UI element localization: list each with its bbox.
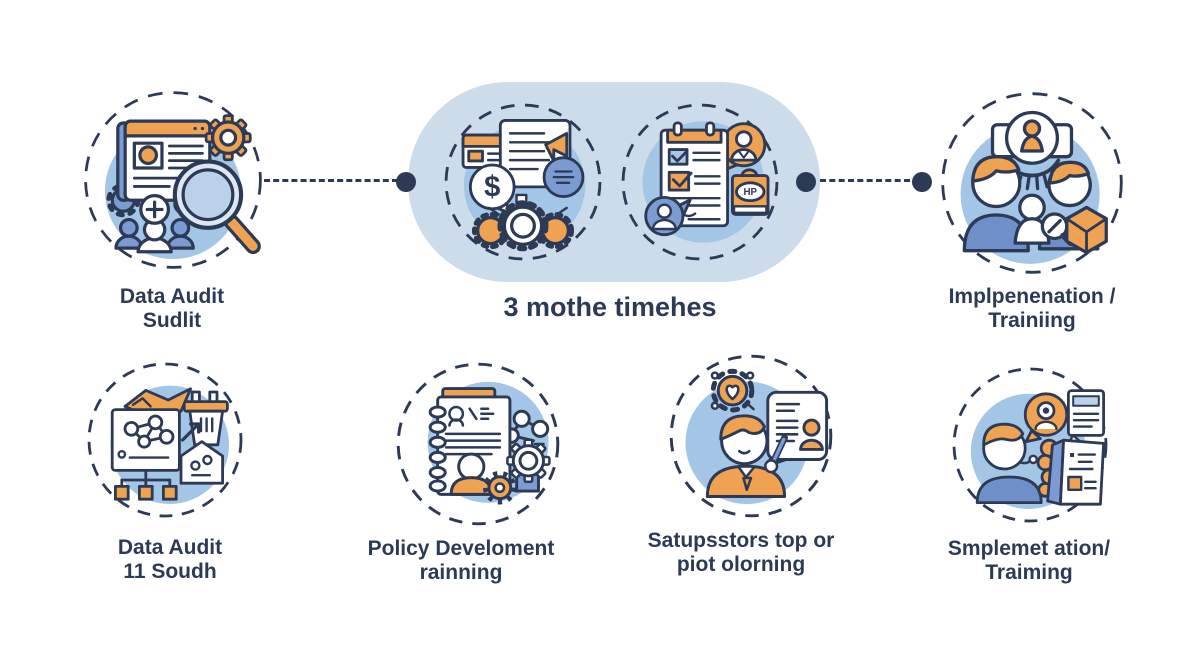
checklist-icon: HP: [621, 103, 779, 261]
magnifier-icon: [172, 159, 261, 255]
gear-icon: [506, 438, 551, 484]
policy-notebook-icon: [396, 362, 560, 526]
connector-left-dot: [396, 172, 416, 192]
audit-magnifier-icon: [84, 91, 262, 269]
gears-icon: [471, 193, 575, 252]
label-data-audit-top: Data Audit Sudlit: [62, 285, 282, 333]
label-line: Implpenenation /: [948, 285, 1116, 308]
label-line: Satupsstors top or: [647, 529, 835, 552]
label-policy-development: Policy Develoment rainning: [346, 537, 576, 585]
stamp-glyph: HP: [743, 187, 757, 198]
connector-right-dot-end: [912, 172, 932, 192]
team-training-icon: [941, 92, 1123, 274]
label-line: Policy Develoment: [367, 537, 555, 560]
timeline-title: 3 mothe timehes: [503, 292, 717, 322]
gear-heart-icon: [710, 368, 755, 413]
connector-left-dashed-line: [264, 179, 398, 182]
label-pilot-coaching: Satupsstors top or piot olorning: [626, 529, 856, 577]
label-line: Data Audit: [119, 285, 225, 308]
gear-icon: [204, 114, 252, 162]
connector-right-dashed-line: [820, 179, 910, 182]
label-implementation-top: Implpenenation / Trainiing: [902, 285, 1162, 333]
label-line: Trainiing: [988, 309, 1076, 332]
person-bubble-icon: [644, 195, 692, 237]
label-line: Sudlit: [142, 309, 202, 332]
consultant-speech-icon: [669, 354, 833, 518]
budget-gears-icon: $: [444, 103, 602, 261]
connector-right-dot-start: [796, 172, 816, 192]
label-implementation-bottom: Smplemet ation/ Traiming: [914, 537, 1144, 585]
label-line: Data Audit: [117, 536, 223, 559]
label-line: rainning: [419, 561, 503, 584]
data-analysis-icon: [87, 362, 243, 518]
label-line: Traiming: [985, 561, 1073, 584]
dollar-glyph: $: [484, 172, 500, 204]
label-line: 11 Soudh: [123, 560, 217, 583]
label-line: piot olorning: [676, 553, 806, 576]
label-data-audit-bottom: Data Audit 11 Soudh: [60, 536, 280, 584]
label-line: Smplemet ation/: [947, 537, 1111, 560]
people-group-icon: [114, 194, 195, 254]
support-headset-icon: [952, 367, 1108, 523]
